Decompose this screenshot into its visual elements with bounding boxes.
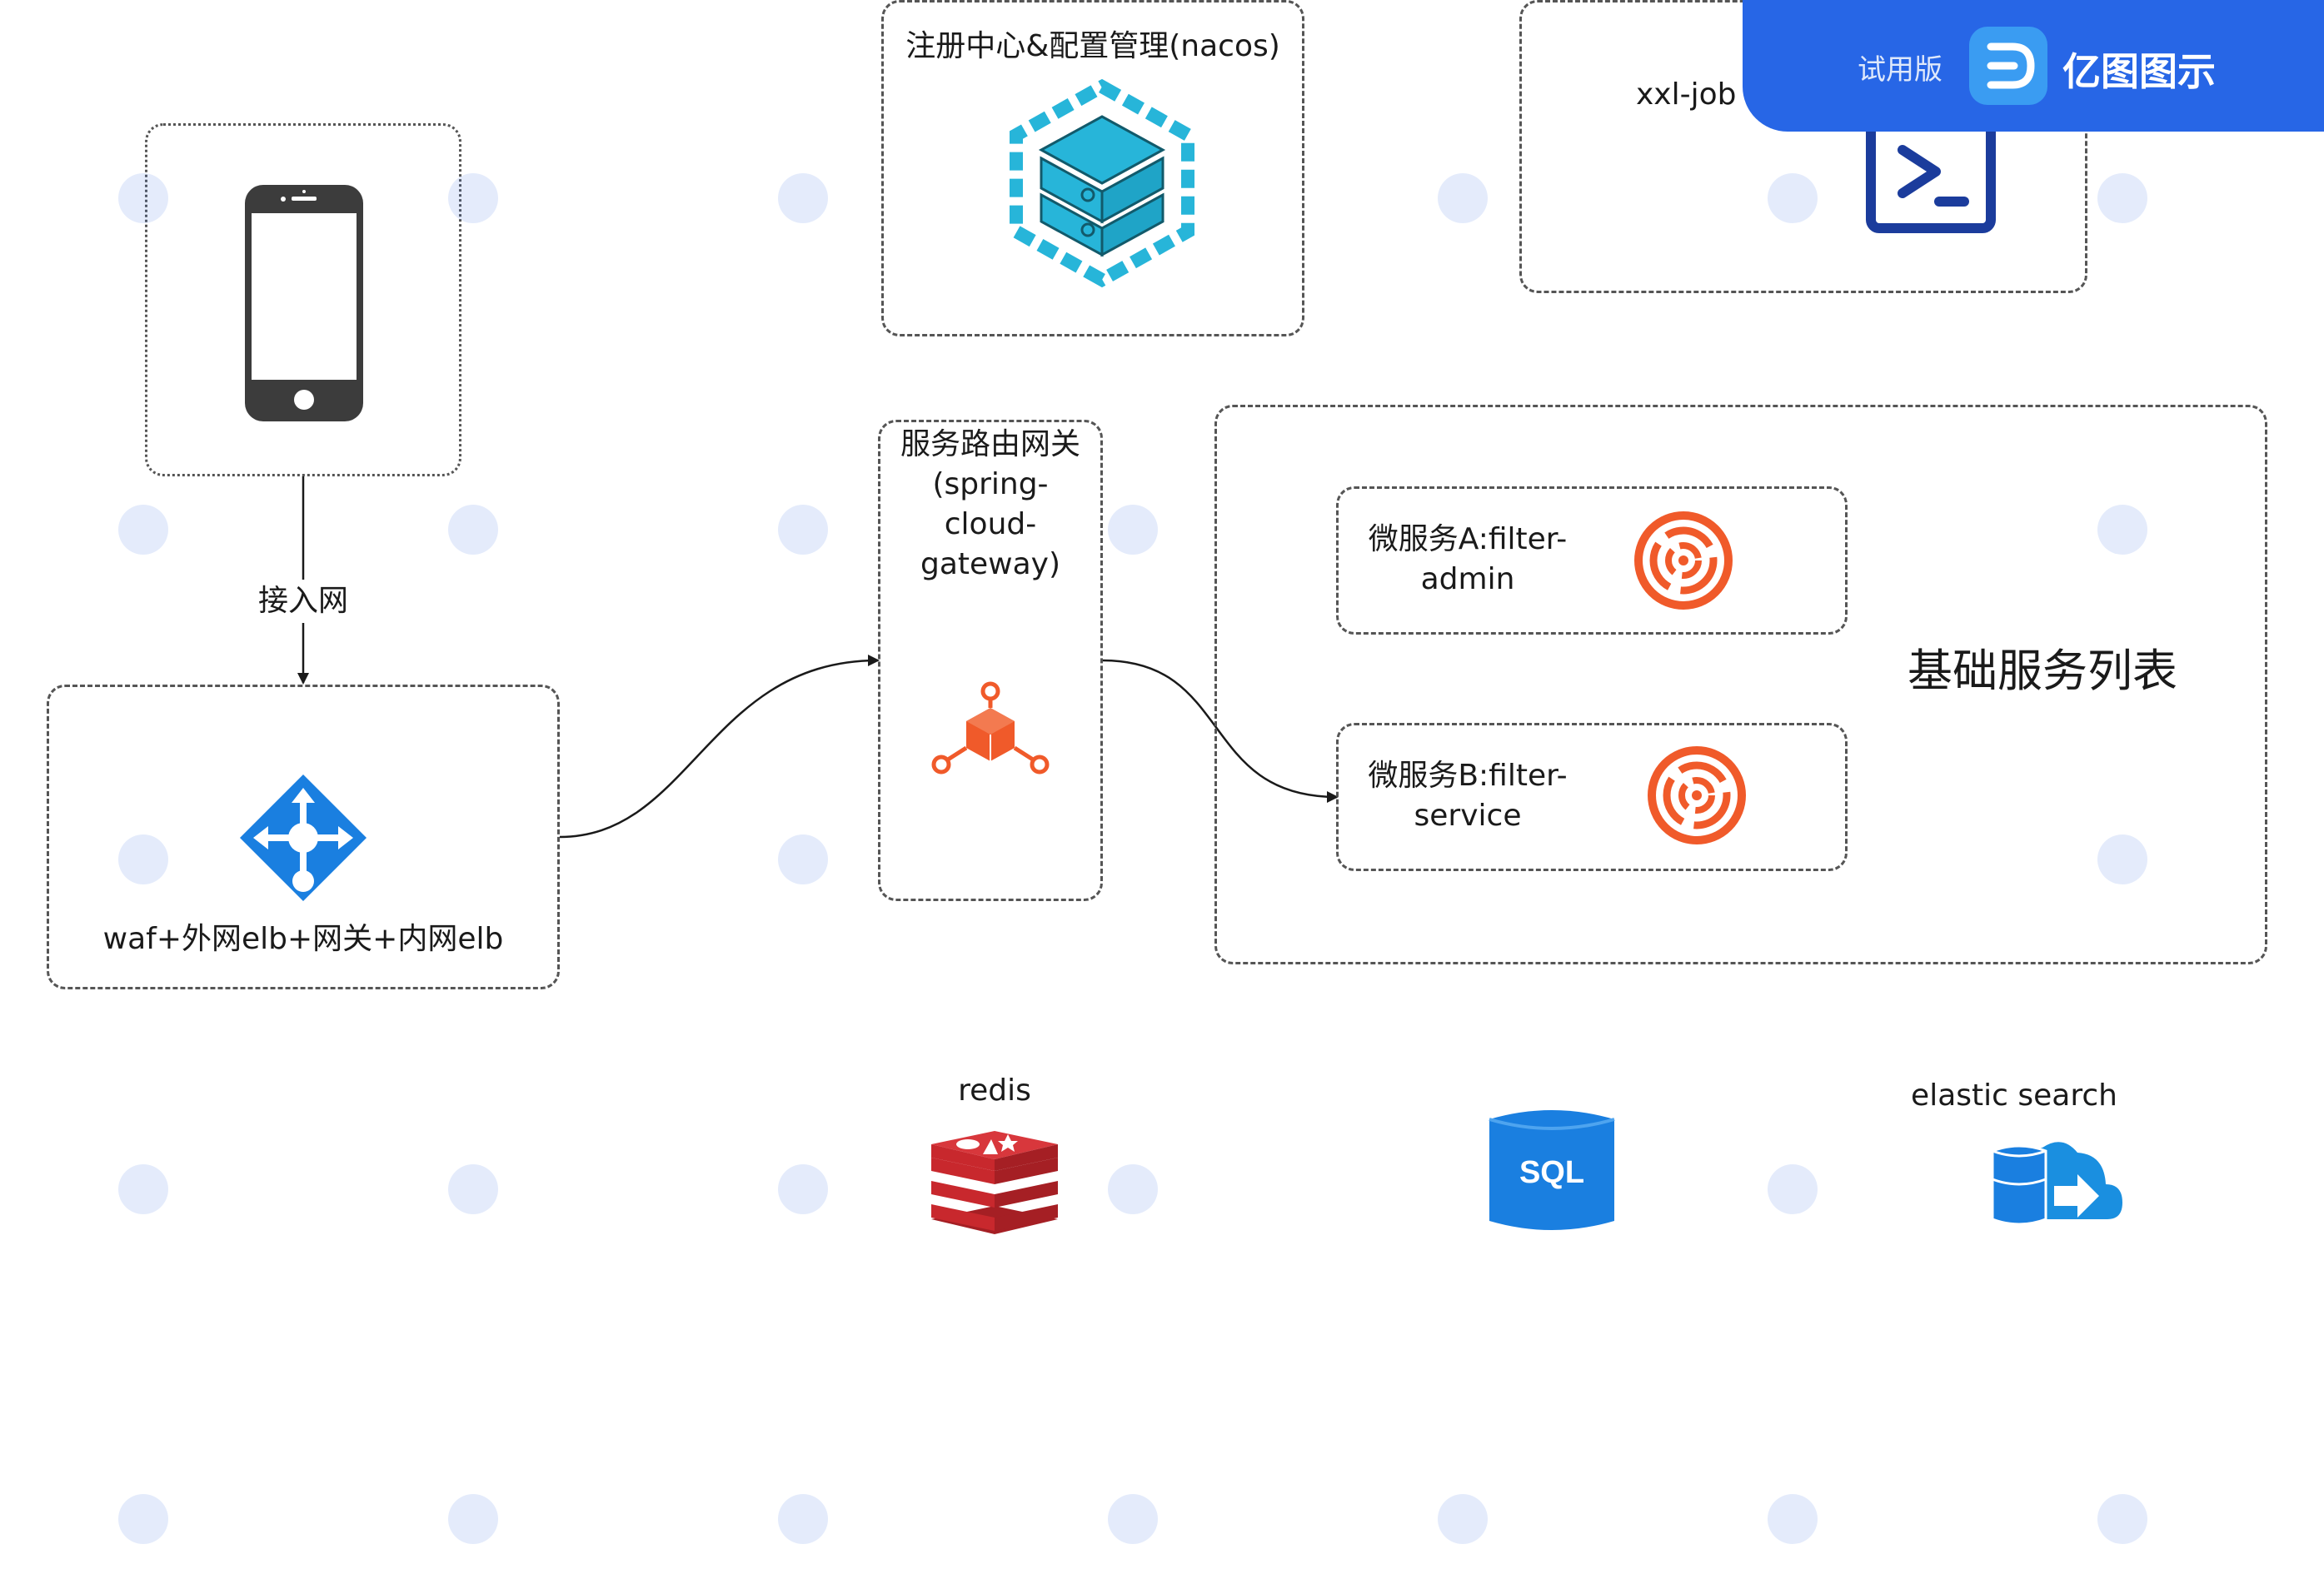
watermark-icon (2097, 173, 2147, 223)
load-balancer-icon (240, 775, 367, 901)
watermark-icon (1108, 1494, 1158, 1544)
watermark-icon (1108, 505, 1158, 555)
nacos-label: 注册中心&配置管理(nacos) (905, 29, 1280, 63)
api-gateway-icon (931, 681, 1050, 775)
watermark-icon (1768, 1494, 1818, 1544)
watermark-icon (1108, 1164, 1158, 1214)
edge-gateway-to-service-b (1102, 659, 1339, 803)
trial-badge: 试用版 (1858, 53, 1942, 87)
services-group-node[interactable] (1214, 405, 2267, 964)
watermark-icon (118, 505, 168, 555)
spiral-service-icon (1634, 511, 1733, 610)
es-label: elastic search (1911, 1078, 2117, 1113)
edge-label-access-network: 接入网 (237, 581, 370, 621)
watermark-icon (2097, 505, 2147, 555)
sql-database-icon: SQL (1489, 1110, 1615, 1230)
services-group-label: 基础服务列表 (1908, 645, 2177, 697)
watermark-icon (118, 1164, 168, 1214)
watermark-icon (778, 173, 828, 223)
brand-logo-icon (1969, 27, 2047, 105)
terminal-icon (1866, 100, 1996, 233)
watermark-icon (778, 1494, 828, 1544)
watermark-icon (1438, 173, 1488, 223)
watermark-icon (778, 1164, 828, 1214)
watermark-icon (448, 1164, 498, 1214)
gateway-node[interactable] (878, 420, 1103, 901)
cloud-database-icon (1991, 1142, 2122, 1226)
watermark-icon (118, 834, 168, 884)
nacos-cube-icon (1010, 78, 1194, 288)
gateway-label: 服务路由网关 (spring- cloud- gateway) (900, 427, 1080, 581)
watermark-icon (1438, 1494, 1488, 1544)
redis-icon (931, 1131, 1058, 1234)
watermark-icon (1768, 1164, 1818, 1214)
brand-banner[interactable]: 试用版 亿图图示 (1743, 0, 2324, 132)
watermark-icon (2097, 1494, 2147, 1544)
watermark-icon (778, 834, 828, 884)
watermark-icon (778, 505, 828, 555)
watermark-icon (448, 505, 498, 555)
watermark-icon (2097, 834, 2147, 884)
brand-name: 亿图图示 (2062, 49, 2216, 94)
service-a-node[interactable] (1336, 486, 1848, 635)
watermark-icon (118, 1494, 168, 1544)
smartphone-icon (245, 185, 363, 421)
watermark-icon (448, 1494, 498, 1544)
lb-label: waf+外网elb+网关+内网elb (102, 922, 504, 956)
lb-node[interactable] (47, 685, 560, 989)
edge-lb-to-gateway (559, 655, 880, 839)
watermark-icon (118, 173, 168, 223)
watermark-icon (448, 173, 498, 223)
watermark-icon (1768, 173, 1818, 223)
redis-label: redis (958, 1073, 1031, 1108)
nacos-node[interactable] (881, 0, 1304, 336)
service-a-label: 微服务A:filter- admin (1368, 522, 1568, 596)
spiral-service-icon (1648, 746, 1746, 844)
client-node[interactable] (145, 123, 461, 476)
sql-text: SQL (1519, 1155, 1584, 1190)
xxljob-label: xxl-job (1636, 77, 1737, 112)
service-b-node[interactable] (1336, 723, 1848, 871)
service-b-label: 微服务B:filter- service (1368, 759, 1568, 833)
